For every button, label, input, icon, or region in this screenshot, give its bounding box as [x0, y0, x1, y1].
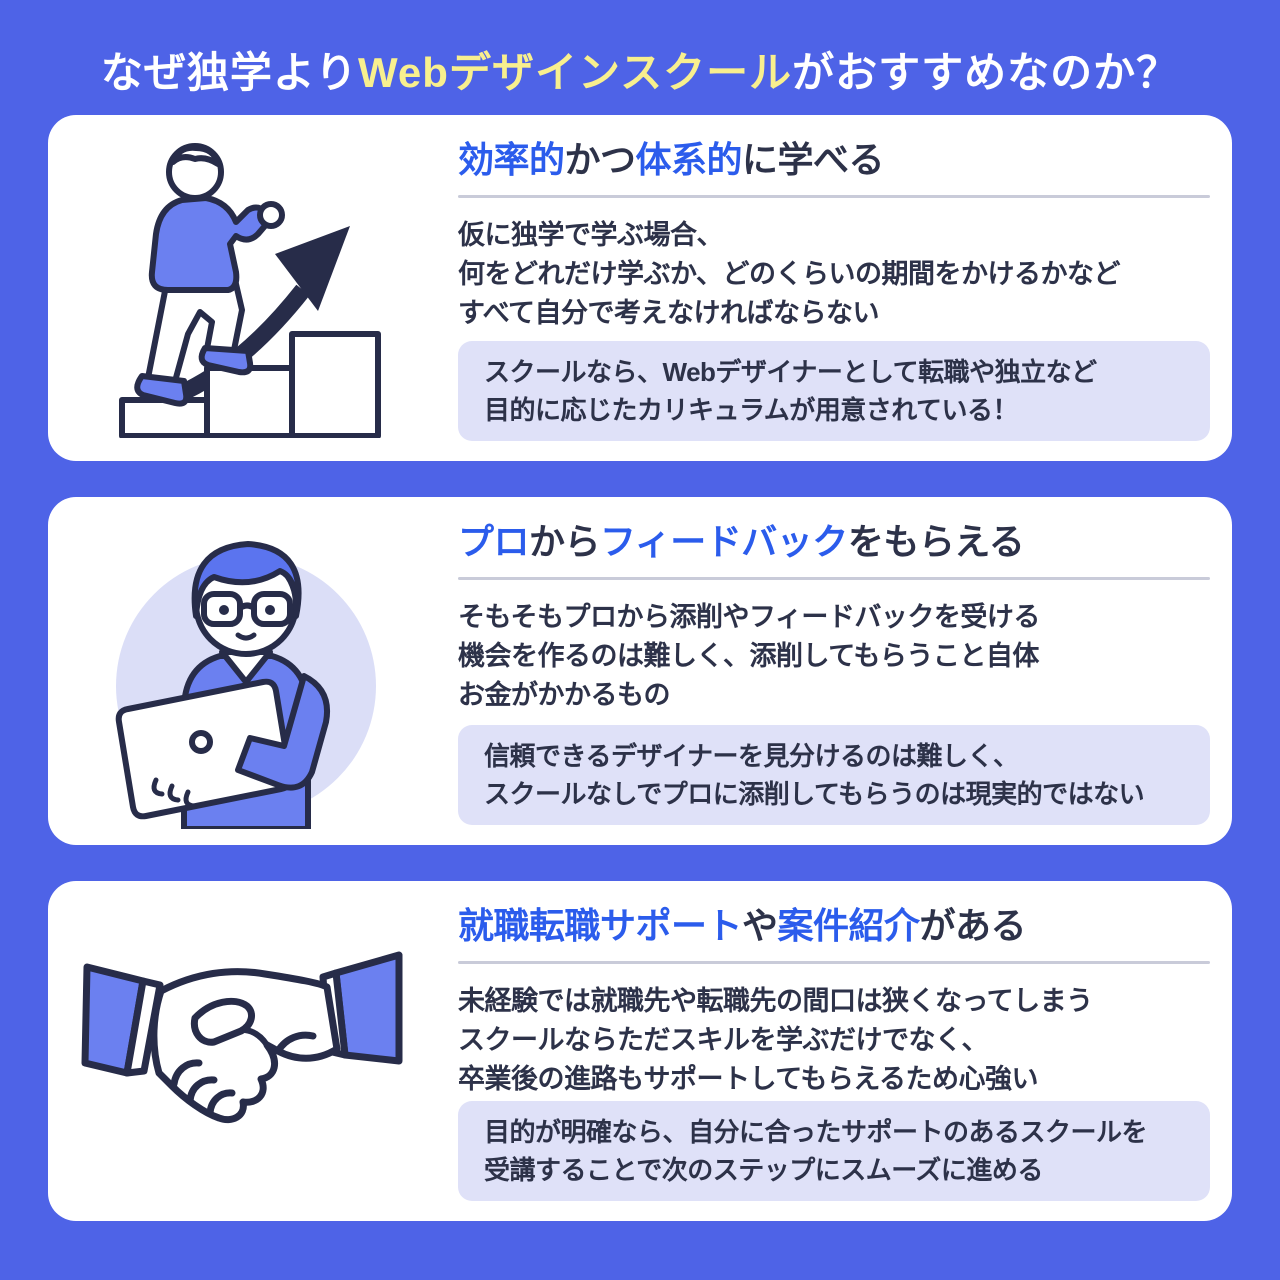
- body-line: 仮に独学で学ぶ場合、: [458, 220, 724, 250]
- card-body-text: そもそもプロから添削やフィードバックを受ける 機会を作るのは難しく、添削してもら…: [458, 598, 1210, 715]
- card-career-support: 就職転職サポートや案件紹介がある 未経験では就職先や転職先の間口は狭くなってしま…: [48, 881, 1232, 1221]
- callout-box: 目的が明確なら、自分に合ったサポートのあるスクールを 受講することで次のステップ…: [458, 1101, 1210, 1201]
- body-line: スクールならただスキルを学ぶだけでなく、: [458, 1025, 989, 1055]
- heading-accent: 就職転職サポート: [458, 905, 743, 946]
- heading-accent: 案件紹介: [777, 905, 921, 946]
- stairs-growth-icon: [119, 143, 381, 438]
- divider: [458, 577, 1210, 580]
- card-heading: 効率的かつ体系的に学べる: [458, 137, 1210, 183]
- title-text: なぜ独学より: [100, 49, 359, 96]
- callout-line: 目的が明確なら、自分に合ったサポートのあるスクールを: [484, 1117, 1148, 1147]
- heading-plain: や: [742, 905, 778, 946]
- stairs-growth-illustration: [48, 115, 448, 461]
- title-text: がおすすめなのか？: [792, 49, 1180, 96]
- card-heading: プロからフィードバックをもらえる: [458, 519, 1210, 565]
- handshake-icon: [81, 951, 403, 1124]
- mentor-laptop-illustration: [48, 497, 448, 845]
- card-content: 効率的かつ体系的に学べる 仮に独学で学ぶ場合、 何をどれだけ学ぶか、どのくらいの…: [448, 115, 1232, 461]
- card-content: プロからフィードバックをもらえる そもそもプロから添削やフィードバックを受ける …: [448, 497, 1232, 845]
- callout-line: 信頼できるデザイナーを見分けるのは難しく、: [484, 741, 1019, 771]
- body-line: 機会を作るのは難しく、添削してもらうこと自体: [458, 641, 1039, 671]
- page-title: なぜ独学よりWebデザインスクールがおすすめなのか？: [48, 48, 1232, 98]
- callout-line: スクールなら、Webデザイナーとして転職や独立など: [484, 357, 1097, 387]
- callout-box: スクールなら、Webデザイナーとして転職や独立など 目的に応じたカリキュラムが用…: [458, 341, 1210, 441]
- card-heading: 就職転職サポートや案件紹介がある: [458, 903, 1210, 949]
- heading-plain: に学べる: [742, 139, 885, 180]
- mentor-laptop-icon: [115, 540, 376, 829]
- heading-accent: 体系的: [635, 139, 743, 180]
- heading-plain: かつ: [564, 139, 637, 180]
- divider: [458, 961, 1210, 964]
- body-line: 未経験では就職先や転職先の間口は狭くなってしまう: [458, 986, 1093, 1016]
- heading-accent: 効率的: [458, 139, 565, 180]
- divider: [458, 195, 1210, 198]
- heading-accent: プロ: [458, 521, 530, 562]
- card-pro-feedback: プロからフィードバックをもらえる そもそもプロから添削やフィードバックを受ける …: [48, 497, 1232, 845]
- body-line: 何をどれだけ学ぶか、どのくらいの期間をかけるかなど: [458, 259, 1120, 289]
- heading-plain: をもらえる: [847, 521, 1025, 562]
- callout-line: スクールなしでプロに添削してもらうのは現実的ではない: [484, 779, 1145, 809]
- heading-plain: がある: [919, 905, 1027, 946]
- title-highlight-text: Webデザインスクール: [358, 49, 793, 96]
- card-content: 就職転職サポートや案件紹介がある 未経験では就職先や転職先の間口は狭くなってしま…: [448, 881, 1232, 1221]
- heading-plain: から: [529, 521, 601, 562]
- body-line: お金がかかるもの: [458, 680, 671, 710]
- callout-line: 受講することで次のステップにスムーズに進める: [484, 1155, 1043, 1185]
- body-line: そもそもプロから添削やフィードバックを受ける: [458, 602, 1040, 632]
- card-efficient-learning: 効率的かつ体系的に学べる 仮に独学で学ぶ場合、 何をどれだけ学ぶか、どのくらいの…: [48, 115, 1232, 461]
- handshake-illustration: [48, 881, 448, 1221]
- card-body-text: 仮に独学で学ぶ場合、 何をどれだけ学ぶか、どのくらいの期間をかけるかなど すべて…: [458, 216, 1210, 333]
- body-line: 卒業後の進路もサポートしてもらえるため心強い: [458, 1064, 1039, 1094]
- callout-box: 信頼できるデザイナーを見分けるのは難しく、 スクールなしでプロに添削してもらうの…: [458, 725, 1210, 825]
- card-body-text: 未経験では就職先や転職先の間口は狭くなってしまう スクールならただスキルを学ぶだ…: [458, 982, 1210, 1099]
- callout-line: 目的に応じたカリキュラムが用意されている！: [484, 395, 1018, 425]
- body-line: すべて自分で考えなければならない: [458, 298, 880, 328]
- heading-accent: フィードバック: [600, 521, 848, 562]
